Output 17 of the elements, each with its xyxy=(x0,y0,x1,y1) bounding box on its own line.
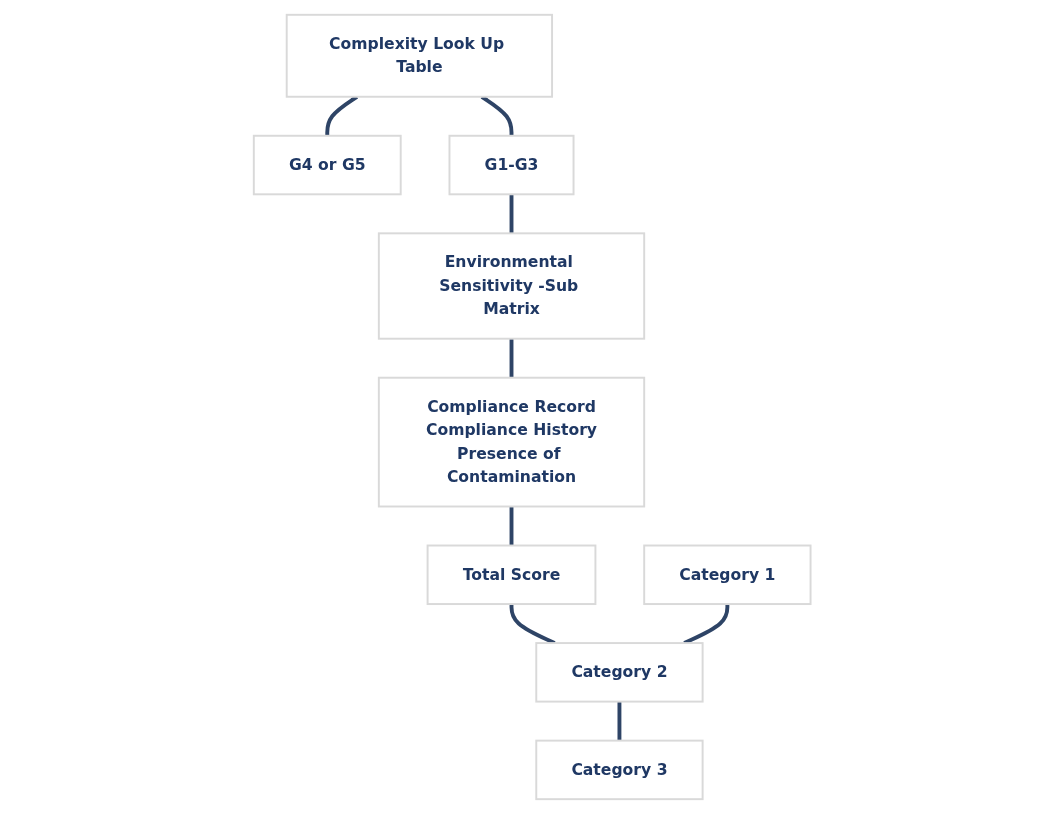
connector xyxy=(480,95,514,136)
connector xyxy=(509,338,514,378)
connector xyxy=(509,194,514,234)
connector xyxy=(325,95,358,136)
node-box: Compliance Record Compliance History Presence of Contamination xyxy=(377,376,645,508)
node-box: Environmental Sensitivity -Sub Matrix xyxy=(377,232,645,340)
node-box: Complexity Look Up Table xyxy=(285,13,553,98)
connector xyxy=(683,604,730,645)
node-box: Category 2 xyxy=(535,642,704,703)
node-box: G4 or G5 xyxy=(252,134,402,196)
node-box: G1-G3 xyxy=(448,134,575,196)
node-box: Category 3 xyxy=(535,739,704,801)
connector xyxy=(617,701,622,741)
connector xyxy=(509,604,556,645)
node-box: Category 1 xyxy=(643,544,812,606)
connector xyxy=(509,506,514,546)
node-box: Total Score xyxy=(426,544,597,606)
